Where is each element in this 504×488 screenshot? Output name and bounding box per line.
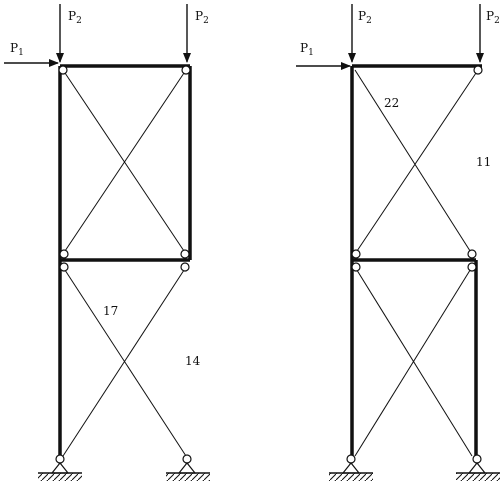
pin-joint bbox=[181, 65, 191, 75]
left-frame: P1 P2 P2 17 14 bbox=[4, 4, 210, 481]
pin-joint bbox=[59, 249, 69, 259]
right-frame-load-label-p2-right: P2 bbox=[486, 9, 500, 26]
left-frame-member-label: 14 bbox=[185, 354, 201, 368]
pin-joint bbox=[59, 262, 69, 272]
right-frame: P1 P2 P2 22 11 bbox=[296, 4, 500, 481]
left-frame-load-label-p1: P1 bbox=[10, 41, 24, 58]
left-frame-support-right bbox=[166, 454, 210, 481]
pin-joint bbox=[473, 65, 483, 75]
pin-joint bbox=[351, 249, 361, 259]
right-frame-load-label-p2-left: P2 bbox=[358, 9, 372, 26]
right-frame-member-label: 22 bbox=[384, 96, 399, 110]
right-frame-support-left bbox=[329, 454, 373, 481]
left-frame-load-label-p2-right: P2 bbox=[195, 9, 209, 26]
pin-joint bbox=[58, 65, 68, 75]
pin-joint bbox=[180, 249, 190, 259]
right-frame-lower-brace-b bbox=[354, 266, 473, 457]
right-frame-upper-brace-a bbox=[354, 69, 473, 255]
right-frame-support-right bbox=[456, 454, 500, 481]
left-frame-support-left bbox=[38, 454, 82, 481]
pin-joint bbox=[351, 262, 361, 272]
pin-joint bbox=[467, 249, 477, 259]
pin-joint bbox=[180, 262, 190, 272]
right-frame-member-label: 11 bbox=[476, 155, 491, 169]
left-frame-lower-brace-b bbox=[62, 266, 187, 457]
left-frame-upper-brace-b bbox=[62, 69, 187, 255]
pin-joint bbox=[467, 262, 477, 272]
left-frame-member-label: 17 bbox=[103, 304, 118, 318]
left-frame-load-label-p2-left: P2 bbox=[68, 9, 82, 26]
right-frame-load-label-p1: P1 bbox=[300, 41, 314, 58]
right-frame-upper-brace-b bbox=[354, 69, 479, 255]
